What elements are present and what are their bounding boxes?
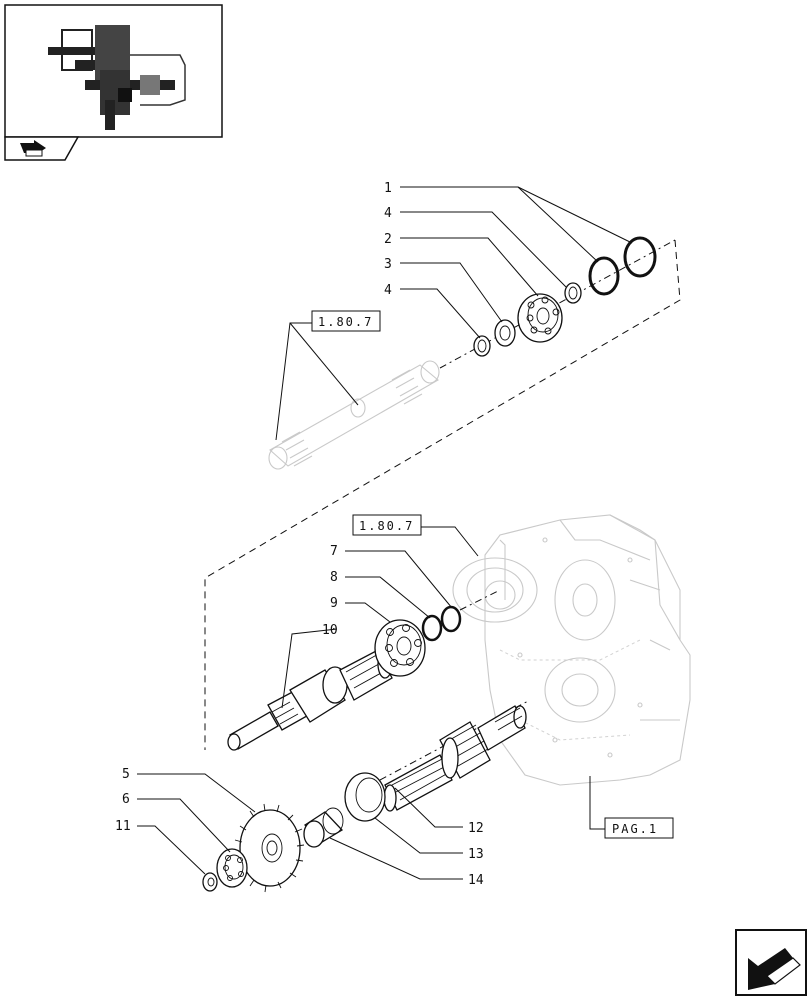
- component-arrow-tab-icon: [20, 140, 46, 157]
- ball-bearing-2: [517, 293, 563, 343]
- callout-12: 12: [468, 821, 484, 836]
- snap-ring-4-upper: [564, 282, 582, 304]
- seal-ring-1-b: [623, 236, 657, 278]
- callout-8: 8: [330, 570, 338, 585]
- snap-ring-8: [421, 614, 443, 642]
- middle-reference-box[interactable]: 1.80.7: [352, 514, 422, 536]
- gear-5: [234, 803, 305, 893]
- upper-reference-label: 1.80.7: [318, 315, 373, 329]
- next-page-arrow-icon: [748, 948, 801, 990]
- callout-14: 14: [468, 873, 484, 888]
- snap-ring-7: [440, 605, 462, 633]
- callout-13: 13: [468, 847, 484, 862]
- callout-7: 7: [330, 544, 338, 559]
- transmission-thumbnail-icon: [48, 25, 186, 130]
- callout-5: 5: [122, 767, 130, 782]
- snap-ring-4-lower: [473, 335, 491, 357]
- upper-reference-box[interactable]: 1.80.7: [311, 310, 381, 332]
- output-shaft-10: [227, 649, 393, 751]
- callout-9: 9: [330, 596, 338, 611]
- callout-2: 2: [384, 232, 392, 247]
- sleeve-14: [303, 807, 344, 848]
- spacer-3: [494, 319, 516, 347]
- callout-11: 11: [115, 819, 131, 834]
- callout-3: 3: [384, 257, 392, 272]
- callout-4-upper: 4: [384, 206, 392, 221]
- housing-reference-box[interactable]: PAG.1: [604, 817, 674, 839]
- middle-reference-label: 1.80.7: [359, 519, 414, 533]
- ball-bearing-6: [216, 848, 248, 888]
- housing-reference-label: PAG.1: [612, 822, 658, 836]
- callout-1: 1: [384, 181, 392, 196]
- component-tab[interactable]: [4, 136, 80, 161]
- callout-6: 6: [122, 792, 130, 807]
- nut-11: [202, 872, 218, 892]
- callout-4-lower: 4: [384, 283, 392, 298]
- input-shaft-12: [383, 705, 527, 812]
- seal-ring-1-a: [588, 256, 620, 296]
- gearbox-housing-ghost: [452, 514, 691, 786]
- bushing-13: [344, 772, 386, 822]
- upper-shaft-ghost: [268, 360, 440, 470]
- ball-bearing-9: [374, 619, 426, 677]
- next-page-button[interactable]: [735, 929, 807, 996]
- callout-10: 10: [322, 623, 338, 638]
- thumbnail-overview[interactable]: [4, 4, 223, 138]
